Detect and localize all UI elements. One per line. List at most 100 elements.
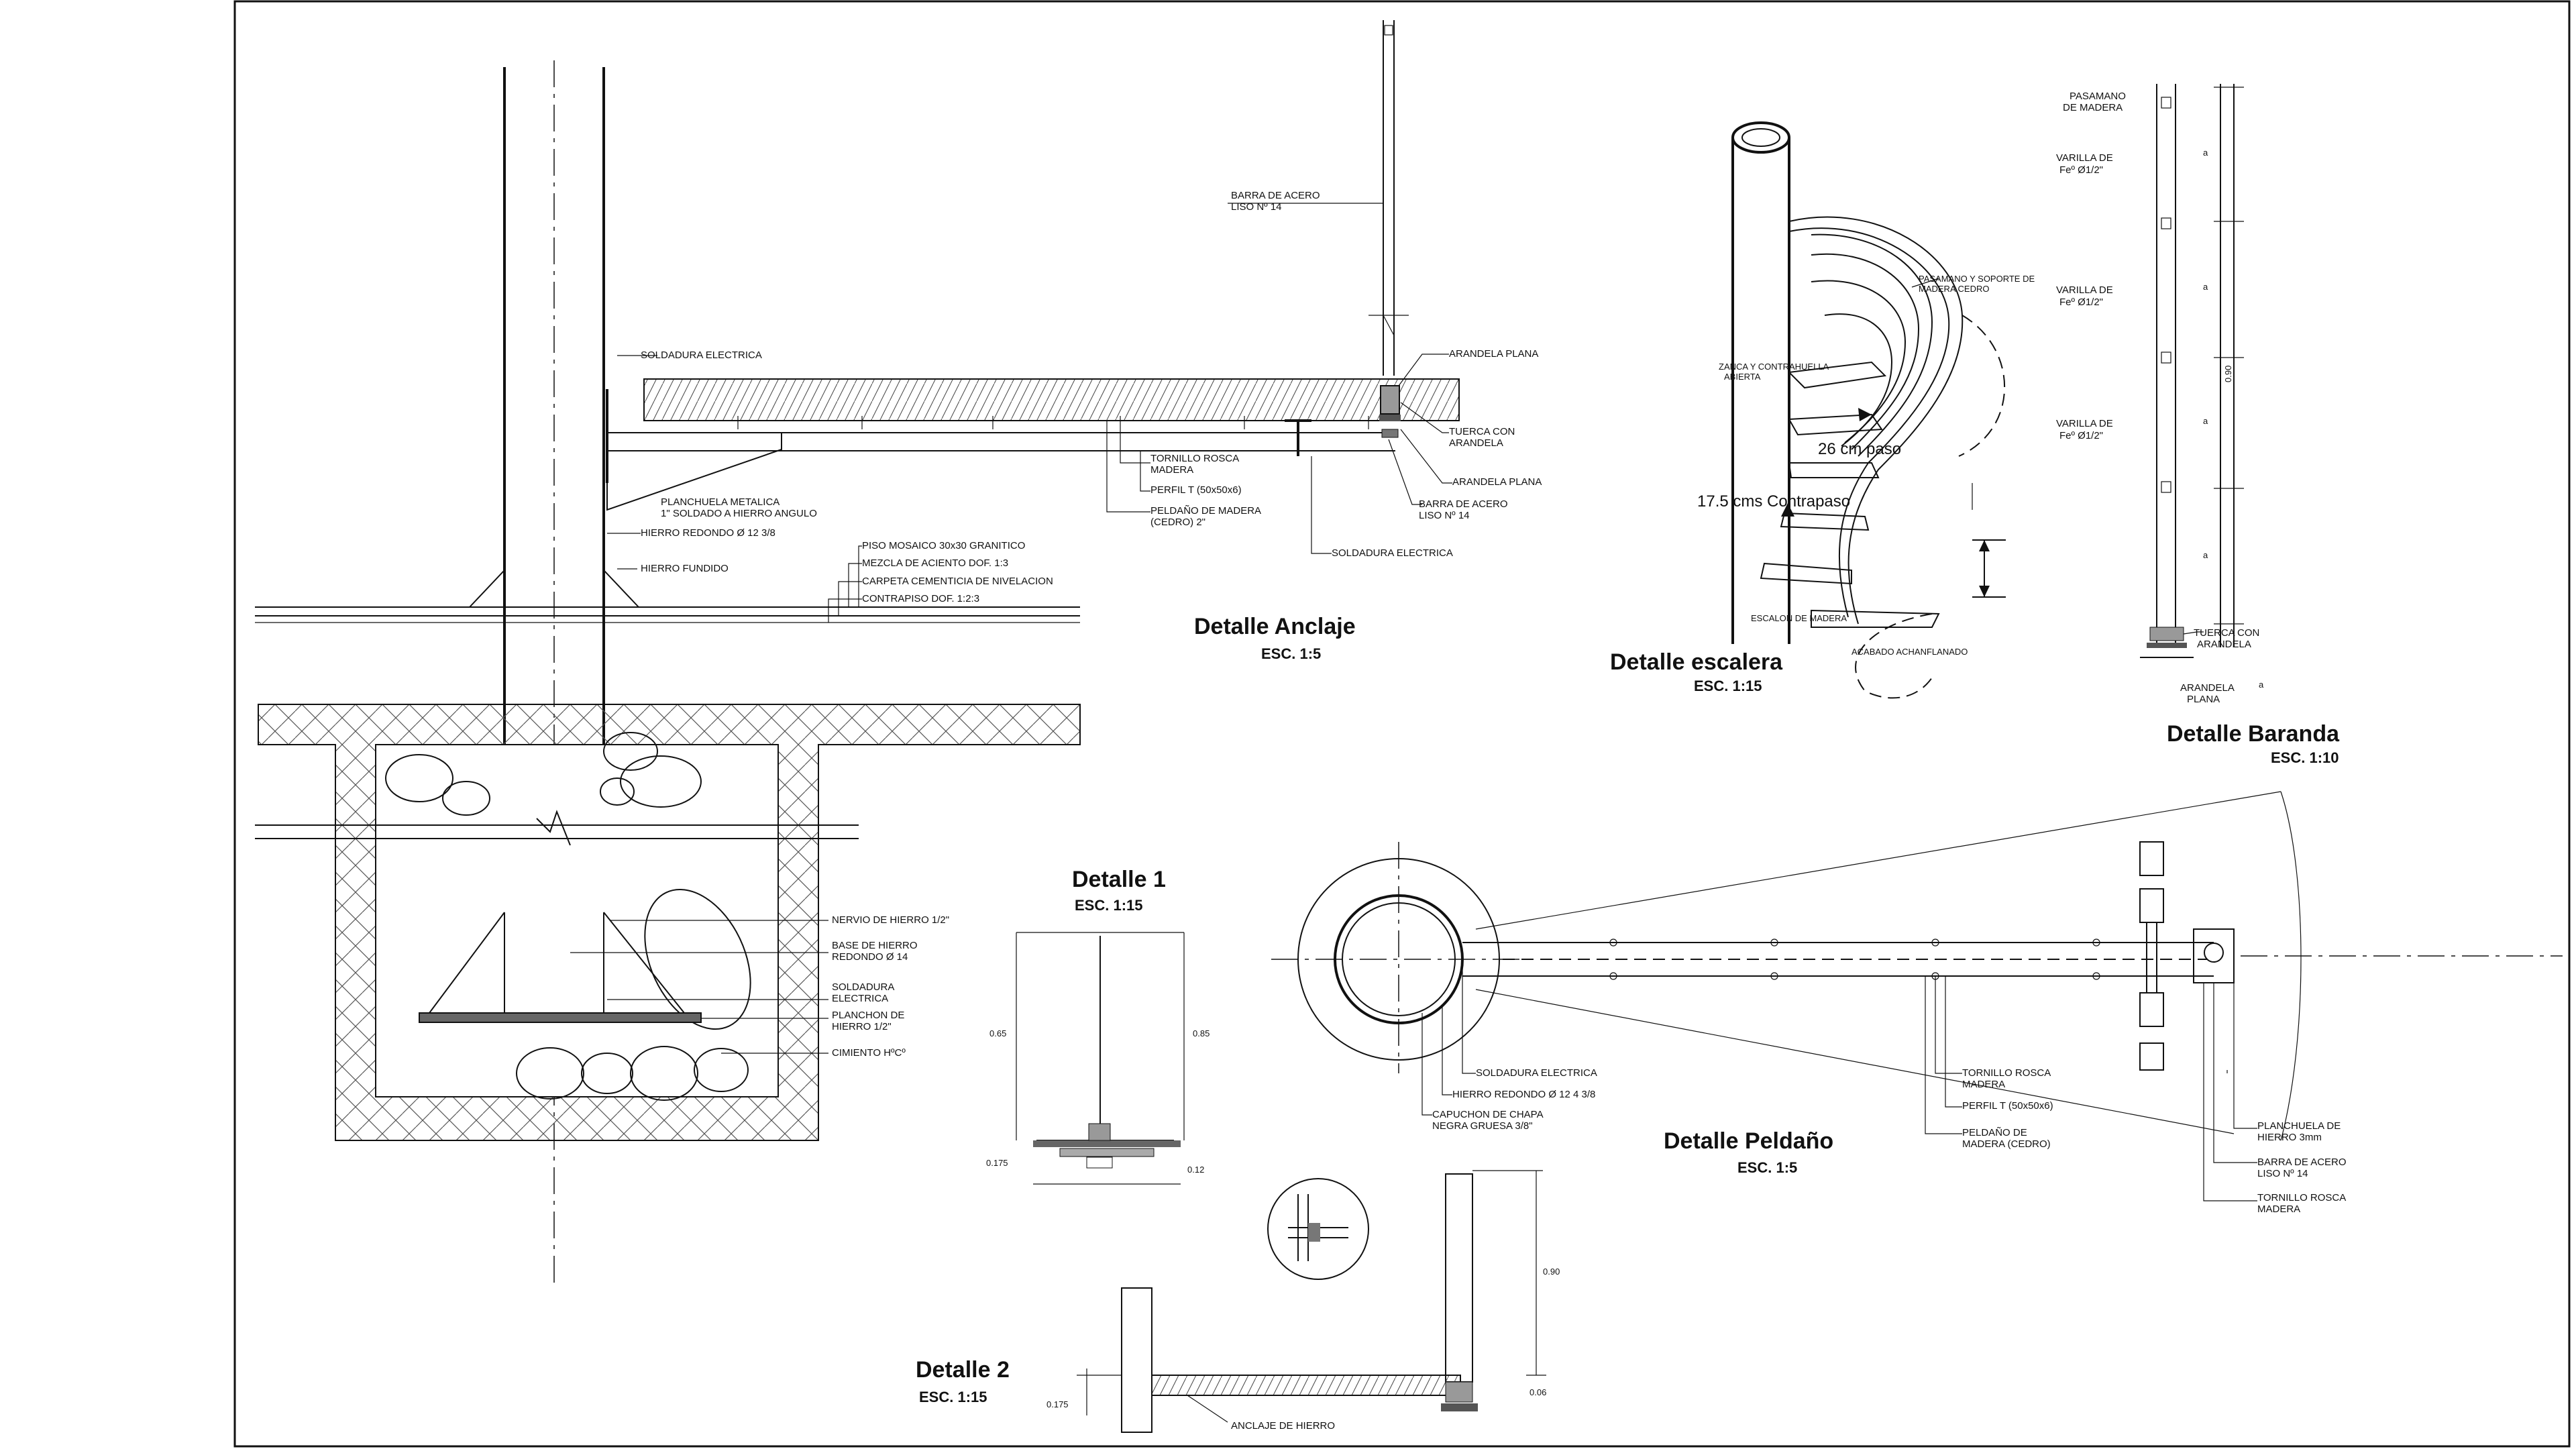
baranda-label-arandela-2: PLANA: [2187, 694, 2220, 705]
escalera-label-paso: 26 cm paso: [1818, 440, 1901, 458]
detalle-1-dim-right: 0.85: [1193, 1028, 1210, 1038]
anclaje-label-tuerca-2: ARANDELA: [1449, 437, 1503, 449]
label-hierro-redondo: HIERRO REDONDO Ø 12 3/8: [641, 527, 775, 539]
escalera-label-zanca-1: ZANCA Y CONTRAHUELLA: [1719, 362, 1829, 372]
peldano-label-planchuela-1: PLANCHUELA DE: [2257, 1120, 2341, 1132]
detalle-anclaje-scale: ESC. 1:5: [1261, 645, 1321, 662]
baranda-dim-a-4: a: [2203, 550, 2208, 560]
detalle-1-scale: ESC. 1:15: [1075, 897, 1143, 914]
baranda-dim-a-3: a: [2203, 416, 2208, 426]
baranda-dim-height: 0.90: [2223, 366, 2233, 382]
detalle-2-dim-right: 0.06: [1529, 1387, 1546, 1397]
baranda-label-varilla-2-2: Feº Ø1/2": [2059, 297, 2103, 308]
peldano-label-tornillo-b-1: TORNILLO ROSCA: [2257, 1192, 2346, 1203]
peldano-label-tornillo-b-2: MADERA: [2257, 1203, 2300, 1215]
detalle-1-dim-left: 0.65: [989, 1028, 1006, 1038]
anclaje-label-peldano-1: PELDAÑO DE MADERA: [1150, 505, 1261, 517]
peldano-label-capuchon-2: NEGRA GRUESA 3/8": [1432, 1120, 1533, 1132]
anclaje-label-barra-2: LISO Nº 14: [1231, 201, 1282, 213]
detalle-escalera-scale: ESC. 1:15: [1694, 678, 1762, 694]
label-planchuela-2: 1" SOLDADO A HIERRO ANGULO: [661, 508, 817, 519]
baranda-label-varilla-3-1: VARILLA DE: [2056, 418, 2113, 429]
detalle-peldano-labels: SOLDADURA ELECTRICA HIERRO REDONDO Ø 12 …: [1421, 959, 2347, 1215]
detalle-2-label-anclaje: ANCLAJE DE HIERRO: [1231, 1420, 1335, 1432]
detalle-2-scale: ESC. 1:15: [919, 1389, 987, 1405]
label-sold-1: SOLDADURA: [832, 981, 894, 993]
baranda-label-varilla-1-2: Feº Ø1/2": [2059, 164, 2103, 176]
detalle-peldano-title: Detalle Peldaño: [1664, 1128, 1833, 1154]
peldano-label-hierro: HIERRO REDONDO Ø 12 4 3/8: [1452, 1089, 1595, 1100]
anclaje-label-arandela-plana: ARANDELA PLANA: [1449, 348, 1538, 360]
detalle-baranda-labels: PASAMANO DE MADERA VARILLA DE Feº Ø1/2" …: [2056, 91, 2264, 705]
label-cimiento: CIMIENTO HºCº: [832, 1047, 906, 1059]
detalle-escalera-drawing: [1731, 121, 2006, 699]
escalera-label-pasamano-1: PASAMANO Y SOPORTE DE: [1919, 274, 2035, 284]
anclaje-label-arandela-plana-2: ARANDELA PLANA: [1452, 476, 1542, 488]
detalle-peldano-scale: ESC. 1:5: [1737, 1159, 1797, 1176]
detalle-2-title: Detalle 2: [916, 1357, 1010, 1383]
column-foundation-detail: [255, 60, 1081, 1288]
detalle-baranda-title: Detalle Baranda: [2167, 721, 2340, 747]
detalle-peldano-drawing: [1271, 791, 2563, 1141]
label-hierro-fundido: HIERRO FUNDIDO: [641, 563, 729, 574]
column-labels: SOLDADURA ELECTRICA PLANCHUELA METALICA …: [570, 350, 1053, 1059]
peldano-label-soldadura: SOLDADURA ELECTRICA: [1476, 1067, 1597, 1079]
escalera-label-acabado: ACABADO ACHANFLANADO: [1851, 647, 1968, 657]
anclaje-label-tuerca-1: TUERCA CON: [1449, 426, 1515, 437]
baranda-label-arandela-1: ARANDELA: [2180, 682, 2235, 694]
peldano-label-tornillo-2: MADERA: [1962, 1079, 2005, 1090]
anclaje-label-tornillo-1: TORNILLO ROSCA: [1150, 453, 1239, 464]
detalle-anclaje-drawing: [607, 20, 1460, 456]
escalera-label-pasamano-2: MADERA CEDRO: [1919, 284, 1989, 294]
label-soldadura-electrica: SOLDADURA ELECTRICA: [641, 350, 762, 361]
detalle-1-drawing: 0.65 0.85 0.175 0.12: [986, 932, 1210, 1185]
escalera-label-zanca-2: ABIERTA: [1724, 372, 1761, 382]
label-planchon-1: PLANCHON DE: [832, 1010, 904, 1021]
escalera-label-contrapaso: 17.5 cms Contrapaso: [1697, 492, 1850, 511]
detalle-baranda-scale: ESC. 1:10: [2271, 749, 2339, 766]
sheet-border: [233, 0, 2571, 1448]
detalle-1-title: Detalle 1: [1072, 867, 1166, 892]
anclaje-label-soldadura: SOLDADURA ELECTRICA: [1332, 547, 1453, 559]
detalle-1-dim-bottom-left: 0.175: [986, 1158, 1008, 1168]
peldano-label-peldano-2: MADERA (CEDRO): [1962, 1138, 2051, 1150]
detalle-2-dim-left: 0.175: [1046, 1399, 1069, 1409]
detalle-escalera-title: Detalle escalera: [1610, 649, 1783, 675]
peldano-label-peldano-1: PELDAÑO DE: [1962, 1127, 2027, 1138]
peldano-label-tornillo-1: TORNILLO ROSCA: [1962, 1067, 2051, 1079]
baranda-label-pasamano-2: DE MADERA: [2063, 102, 2123, 113]
baranda-dim-a-5: a: [2259, 680, 2264, 690]
anclaje-label-peldano-2: (CEDRO) 2": [1150, 517, 1205, 528]
anclaje-label-tornillo-2: MADERA: [1150, 464, 1193, 476]
label-base-2: REDONDO Ø 14: [832, 951, 908, 963]
label-contrapiso: CONTRAPISO DOF. 1:2:3: [862, 593, 979, 604]
peldano-label-barra-1: BARRA DE ACERO: [2257, 1157, 2347, 1168]
baranda-label-tuerca-2: ARANDELA: [2197, 639, 2251, 650]
label-nervio: NERVIO DE HIERRO 1/2": [832, 914, 949, 926]
peldano-label-capuchon-1: CAPUCHON DE CHAPA: [1432, 1109, 1544, 1120]
baranda-label-varilla-3-2: Feº Ø1/2": [2059, 430, 2103, 441]
peldano-label-perfil: PERFIL T (50x50x6): [1962, 1100, 2053, 1112]
detalle-anclaje-title: Detalle Anclaje: [1194, 614, 1356, 639]
baranda-dim-a-2: a: [2203, 282, 2208, 292]
anclaje-label-barra-1: BARRA DE ACERO: [1231, 190, 1320, 201]
peldano-label-planchuela-2: HIERRO 3mm: [2257, 1132, 2322, 1143]
anclaje-label-perfil: PERFIL T (50x50x6): [1150, 484, 1242, 496]
label-planchuela-1: PLANCHUELA METALICA: [661, 496, 780, 508]
peldano-label-barra-2: LISO Nº 14: [2257, 1168, 2308, 1179]
label-sold-2: ELECTRICA: [832, 993, 888, 1004]
detalle-2-drawing: 0.90 0.175 0.06 ANCLAJE DE HIERRO: [1046, 1170, 1560, 1433]
detalle-anclaje-labels: BARRA DE ACERO LISO Nº 14 ARANDELA PLANA…: [1106, 190, 1542, 559]
label-carpeta: CARPETA CEMENTICIA DE NIVELACION: [862, 576, 1053, 587]
baranda-dim-a-1: a: [2203, 148, 2208, 158]
anclaje-label-barra-b-1: BARRA DE ACERO: [1419, 498, 1508, 510]
baranda-label-tuerca-1: TUERCA CON: [2194, 627, 2259, 639]
label-planchon-2: HIERRO 1/2": [832, 1021, 892, 1032]
baranda-label-pasamano-1: PASAMANO: [2070, 91, 2126, 102]
label-base-1: BASE DE HIERRO: [832, 940, 918, 951]
baranda-label-varilla-2-1: VARILLA DE: [2056, 284, 2113, 296]
label-piso: PISO MOSAICO 30x30 GRANITICO: [862, 540, 1025, 551]
escalera-label-escalon: ESCALON DE MADERA: [1751, 613, 1847, 623]
detalle-2-dim-height: 0.90: [1543, 1267, 1560, 1277]
